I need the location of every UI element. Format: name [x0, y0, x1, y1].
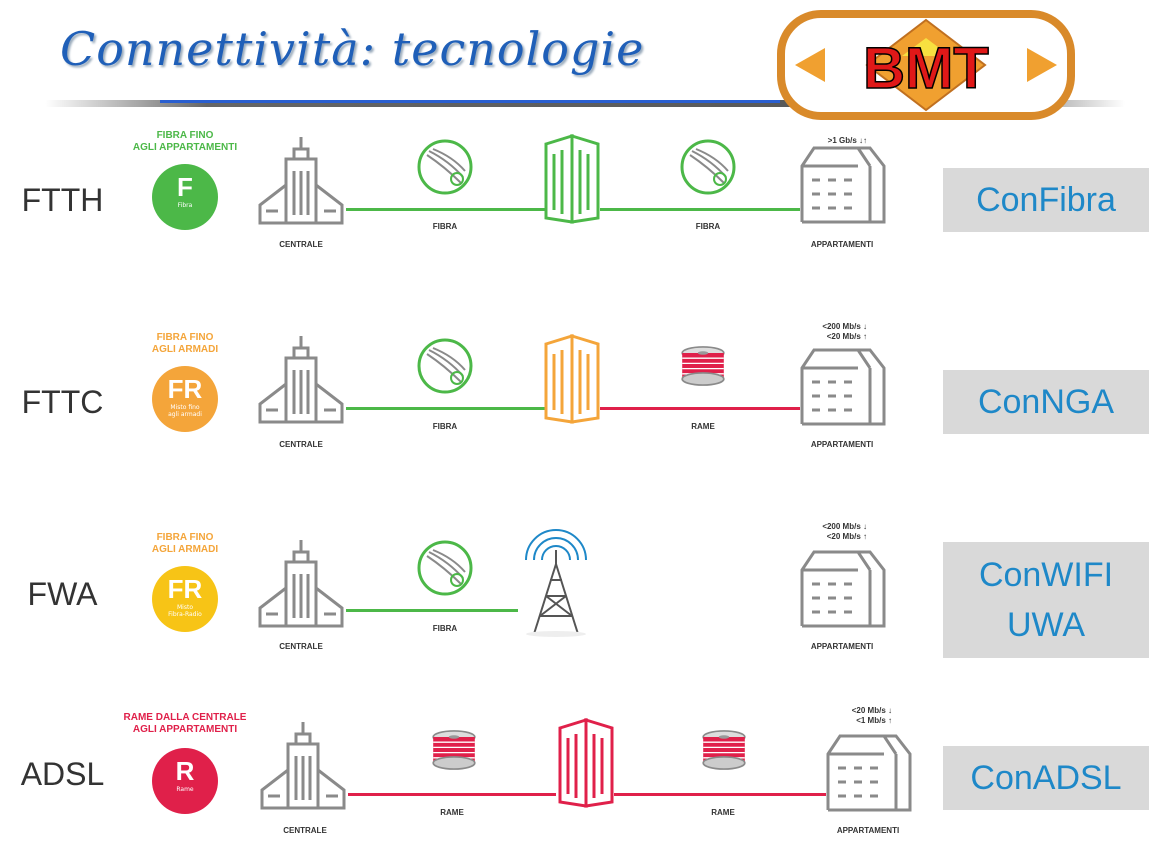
brand-box-connga: ConNGA	[943, 370, 1149, 434]
radio-tower-icon	[516, 510, 596, 640]
speed-line: >1 Gb/s ↓↑	[827, 136, 867, 145]
speed-fwa: <200 Mb/s ↓ <20 Mb/s ↑	[777, 522, 867, 542]
tag-fttc: FIBRA FINO AGLI ARMADI	[151, 332, 219, 355]
row-adsl: ADSL RAME DALLA CENTRALE AGLI APPARTAMEN…	[0, 704, 1164, 854]
badge-adsl: R Rame	[152, 748, 218, 814]
tag-ftth: FIBRA FINO AGLI APPARTAMENTI	[132, 130, 238, 153]
page-title: Connettività: tecnologie	[60, 22, 645, 76]
bmt-logo: BMT	[777, 10, 1075, 120]
copper-line	[614, 793, 826, 796]
badge-sub: Misto Fibra-Radio	[168, 604, 202, 618]
caption-seg2: FIBRA	[695, 222, 721, 231]
caption-central: CENTRALE	[279, 642, 323, 651]
central-office-icon	[256, 135, 346, 225]
speed-line: <20 Mb/s ↑	[826, 332, 867, 341]
badge-ftth: F Fibra	[152, 164, 218, 230]
tech-label-fwa: FWA	[27, 576, 98, 612]
copper-line	[600, 407, 800, 410]
title-underline	[45, 100, 1125, 107]
brand-label: ConADSL	[970, 759, 1122, 797]
brand-label: ConWIFI	[978, 556, 1114, 594]
badge-fttc: FR Misto fino agli armadi	[152, 366, 218, 432]
speed-line: <200 Mb/s ↓	[822, 522, 867, 531]
caption-seg1: FIBRA	[432, 422, 458, 431]
brand-box-conadsl: ConADSL	[943, 746, 1149, 810]
speed-adsl: <20 Mb/s ↓ <1 Mb/s ↑	[802, 706, 892, 726]
cabinet-icon	[544, 134, 600, 224]
row-fttc: FTTC FIBRA FINO AGLI ARMADI FR Misto fin…	[0, 322, 1164, 462]
caption-apartments: APPARTAMENTI	[810, 440, 874, 449]
caption-central: CENTRALE	[279, 440, 323, 449]
brand-box-confibra: ConFibra	[943, 168, 1149, 232]
badge-sub: Rame	[176, 786, 194, 793]
title-underline-accent	[160, 100, 780, 103]
row-ftth: FTTH FIBRA FINO AGLI APPARTAMENTI F Fibr…	[0, 120, 1164, 280]
brand-label: ConNGA	[977, 383, 1115, 421]
fiber-line	[346, 407, 546, 410]
tech-label-ftth: FTTH	[21, 182, 104, 218]
fiber-line	[346, 208, 546, 211]
apartment-icon	[798, 346, 888, 426]
row-fwa: FWA FIBRA FINO AGLI ARMADI FR Misto Fibr…	[0, 522, 1164, 662]
caption-central: CENTRALE	[279, 240, 323, 249]
copper-spool-icon	[677, 344, 729, 388]
caption-seg1: FIBRA	[432, 222, 458, 231]
copper-line	[348, 793, 556, 796]
apartment-icon	[824, 732, 914, 812]
fiber-line	[346, 609, 518, 612]
brand-box-conwifi: ConWIFI UWA	[943, 542, 1149, 658]
tag-fwa: FIBRA FINO AGLI ARMADI	[151, 532, 219, 555]
tag-adsl: RAME DALLA CENTRALE AGLI APPARTAMENTI	[123, 712, 247, 735]
central-office-icon	[256, 334, 346, 424]
badge-fwa: FR Misto Fibra-Radio	[152, 566, 218, 632]
fiber-icon	[415, 538, 475, 598]
copper-spool-icon	[428, 728, 480, 772]
caption-apartments: APPARTAMENTI	[810, 240, 874, 249]
cabinet-icon	[558, 718, 614, 808]
badge-sub: Fibra	[177, 202, 193, 209]
brand-label: ConFibra	[976, 181, 1116, 219]
caption-apartments: APPARTAMENTI	[810, 642, 874, 651]
caption-seg1: RAME	[440, 808, 464, 817]
caption-seg2: RAME	[711, 808, 735, 817]
caption-apartments: APPARTAMENTI	[836, 826, 900, 835]
caption-seg2: RAME	[691, 422, 715, 431]
speed-ftth: >1 Gb/s ↓↑	[777, 136, 867, 146]
badge-letter: FR	[167, 574, 203, 604]
badge-letter: R	[175, 756, 195, 786]
tech-label-adsl: ADSL	[20, 756, 105, 792]
cabinet-icon	[544, 334, 600, 424]
copper-spool-icon	[698, 728, 750, 772]
tech-label-fttc: FTTC	[21, 384, 104, 420]
badge-sub: Misto fino agli armadi	[168, 404, 202, 418]
speed-fttc: <200 Mb/s ↓ <20 Mb/s ↑	[777, 322, 867, 342]
speed-line: <200 Mb/s ↓	[822, 322, 867, 331]
caption-seg1: FIBRA	[432, 624, 458, 633]
speed-line: <20 Mb/s ↑	[826, 532, 867, 541]
badge-letter: F	[177, 172, 193, 202]
fiber-icon	[415, 137, 475, 197]
speed-line: <1 Mb/s ↑	[856, 716, 892, 725]
speed-line: <20 Mb/s ↓	[851, 706, 892, 715]
fiber-line	[600, 208, 800, 211]
apartment-icon	[798, 548, 888, 628]
caption-central: CENTRALE	[283, 826, 327, 835]
logo-text: BMT	[863, 36, 989, 101]
badge-letter: FR	[167, 374, 203, 404]
fiber-icon	[678, 137, 738, 197]
fiber-icon	[415, 336, 475, 396]
apartment-icon	[798, 144, 888, 224]
central-office-icon	[256, 538, 346, 628]
brand-label-sub: UWA	[1006, 606, 1086, 644]
central-office-icon	[258, 720, 348, 810]
